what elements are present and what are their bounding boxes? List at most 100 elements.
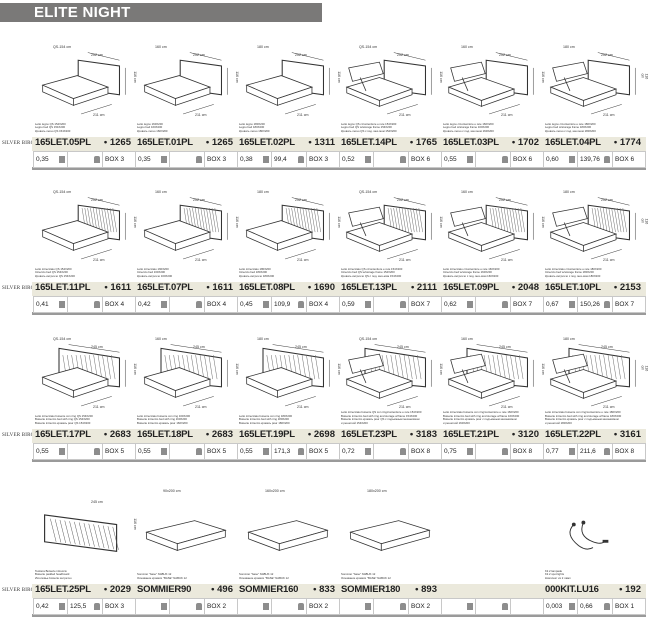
product-detail-bar (32, 151, 646, 170)
description-line: Letto legno QS c/contenitore e rete 154X… (341, 121, 397, 126)
volume-cell: 0,55 (238, 444, 272, 459)
volume-value: 0,60 (546, 156, 559, 163)
weight-cell: 139,76 (578, 152, 613, 167)
description-line: Kit 2 spot lights (545, 572, 564, 577)
box-count: BOX 8 (411, 448, 431, 455)
dimension-label: 116 cm (640, 365, 649, 372)
description-line: Boiserie intreccio bed with ring 160X200 (137, 417, 187, 422)
volume-icon (263, 301, 269, 308)
volume-value: 0,55 (240, 448, 253, 455)
volume-cell: 0,67 (544, 297, 578, 312)
product-code: 165LET.02PL (239, 137, 295, 148)
dimension-label: 245 cm (295, 345, 307, 349)
dimension-label: 202 cm (499, 53, 511, 57)
description-line: Boiserie intreccio кровать ринг QS 154X2… (35, 420, 91, 425)
description-line: Кровать интреччо 160X200 (137, 273, 173, 278)
description-line: Letto intrecciato boiserie con ring/cont… (545, 410, 621, 415)
weight-icon (502, 448, 508, 455)
volume-icon (569, 603, 575, 610)
product-price: • 1702 (511, 137, 539, 148)
weight-cell (68, 444, 103, 459)
bed-width-label: QS-154 cm (53, 45, 72, 49)
product-drawing (245, 197, 330, 260)
description-line: Кровать интреччо QS с под. мех-мом 154X2… (341, 273, 402, 278)
description-line: Boiserie intreccio bed with ring QS 154X… (35, 417, 90, 422)
dimension-label: 202 cm (193, 198, 205, 202)
box-cell: BOX 4 (205, 297, 237, 312)
bed-width-label: 160 cm (155, 45, 167, 49)
product-drawing (447, 197, 534, 260)
product-description: Letto intrecciato boiserie con ring/cont… (545, 410, 621, 425)
product-drawing (549, 197, 636, 260)
description-line: Intreccio bed 160X200 (137, 270, 165, 275)
product-name-bar (32, 137, 646, 151)
bed-width-label: QS-154 cm (53, 190, 72, 194)
box-count: BOX 5 (309, 448, 329, 455)
product-price: • 1265 (103, 137, 131, 148)
product-code: 165LET.21PL (443, 429, 499, 440)
box-cell: BOX 3 (103, 599, 135, 614)
product-price: • 2153 (613, 282, 641, 293)
product-code: 165LET.19PL (239, 429, 295, 440)
volume-icon (467, 301, 473, 308)
box-count: BOX 3 (207, 156, 227, 163)
description-line: Letto intrecciato boiserie con ring QS 1… (35, 413, 93, 418)
bed-width-label: QS-154 cm (359, 190, 378, 194)
weight-cell: 125,5 (68, 599, 103, 614)
box-count: BOX 8 (615, 448, 635, 455)
dimension-label: 211 cm (399, 258, 411, 262)
description-line: Letto legno QS 154X200 (35, 121, 66, 126)
product-price: • 1265 (205, 137, 233, 148)
weight-icon (94, 448, 100, 455)
dimension-label: 211 cm (195, 405, 207, 409)
description-line: Кровать интреччо с под. мех-мом 180X200 (545, 273, 601, 278)
bed-width-label: QS-154 cm (359, 45, 378, 49)
volume-value: 0,35 (138, 156, 151, 163)
weight-icon (298, 603, 304, 610)
product-code: 165LET.09PL (443, 282, 499, 293)
volume-cell: 0,41 (34, 297, 68, 312)
volume-icon (569, 301, 575, 308)
dimension-label: 211 cm (501, 113, 513, 117)
weight-icon (502, 301, 508, 308)
weight-cell (170, 152, 205, 167)
dimension-label: 245 cm (601, 345, 613, 349)
weight-cell: 150,26 (578, 297, 613, 312)
dimension-label: 211 cm (195, 113, 207, 117)
description-line: Letto intrecciato boiserie con ring 180X… (239, 413, 293, 418)
weight-cell: 0,66 (578, 599, 613, 614)
product-detail-bar (32, 598, 646, 617)
bed-width-label: 180 cm (563, 337, 575, 341)
product-price: • 2698 (307, 429, 335, 440)
product-code: 165LET.07PL (137, 282, 193, 293)
weight-icon (196, 448, 202, 455)
header-bar: ELITE NIGHT (0, 3, 322, 22)
box-count: BOX 2 (309, 603, 329, 610)
box-cell: BOX 7 (511, 297, 543, 312)
box-cell: BOX 3 (307, 152, 339, 167)
product-drawing (569, 520, 609, 550)
product-code: 000KIT.LU16 (545, 584, 599, 595)
volume-value: 0,35 (36, 156, 49, 163)
dimension-label: 245 cm (499, 345, 511, 349)
volume-value: 0,003 (546, 603, 563, 610)
volume-value: 0,52 (342, 156, 355, 163)
weight-value: 0,66 (580, 603, 593, 610)
box-cell: BOX 7 (613, 297, 645, 312)
description-line: Legno bed 180X200 (239, 125, 265, 130)
product-description: Letto intrecciato boiserie con ring/cont… (443, 410, 519, 425)
box-count: BOX 3 (309, 156, 329, 163)
box-cell: BOX 6 (613, 152, 645, 167)
weight-icon (502, 156, 508, 163)
dimension-label: 245 cm (91, 500, 103, 504)
volume-cell: 0,59 (340, 297, 374, 312)
